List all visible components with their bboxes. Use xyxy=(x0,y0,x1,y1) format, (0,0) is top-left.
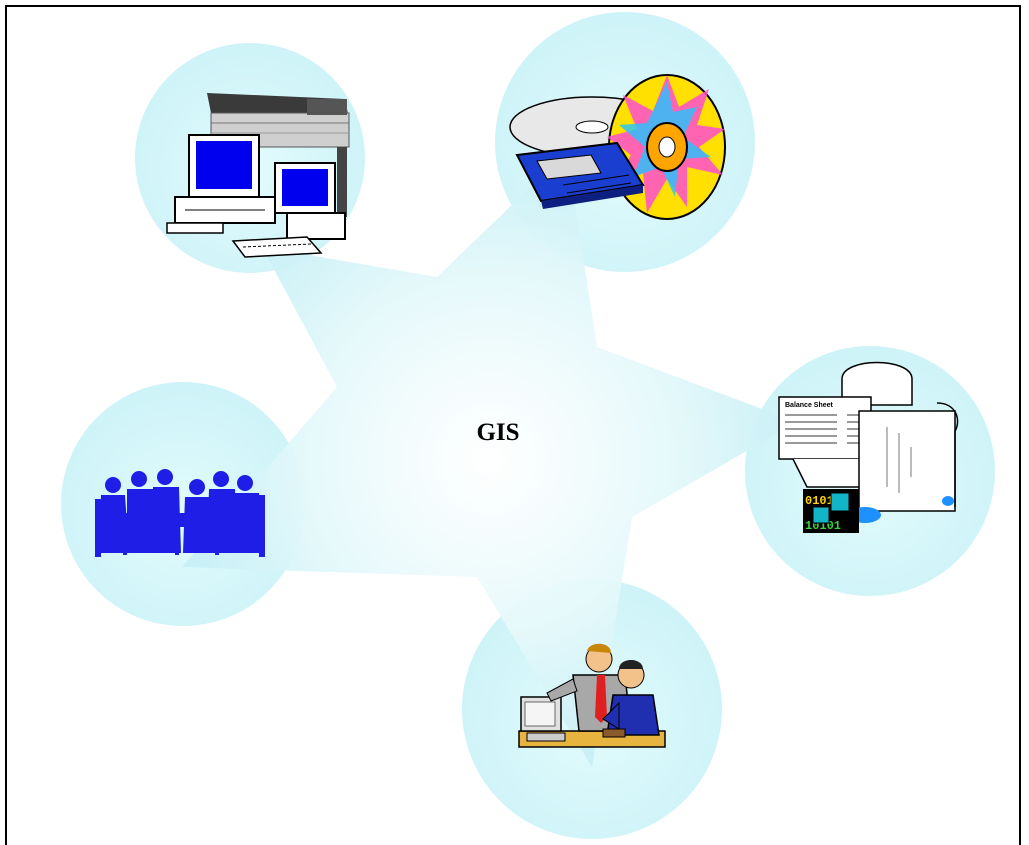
center-label: GIS xyxy=(476,419,520,446)
printout-report-icon: Balance Sheet 0101 10101 xyxy=(778,361,959,533)
men-at-computer-icon xyxy=(518,643,666,748)
cd-floppy-icon xyxy=(509,74,726,220)
center-star xyxy=(182,152,797,767)
people-meeting-icon xyxy=(95,469,265,557)
diagram-frame: Balance Sheet 0101 10101 xyxy=(5,5,1021,845)
balance-sheet-text: Balance Sheet xyxy=(785,402,834,409)
gis-diagram: Balance Sheet 0101 10101 xyxy=(61,12,995,839)
binary-top-text: 0101 xyxy=(805,494,834,508)
computer-printer-icon xyxy=(166,93,350,258)
